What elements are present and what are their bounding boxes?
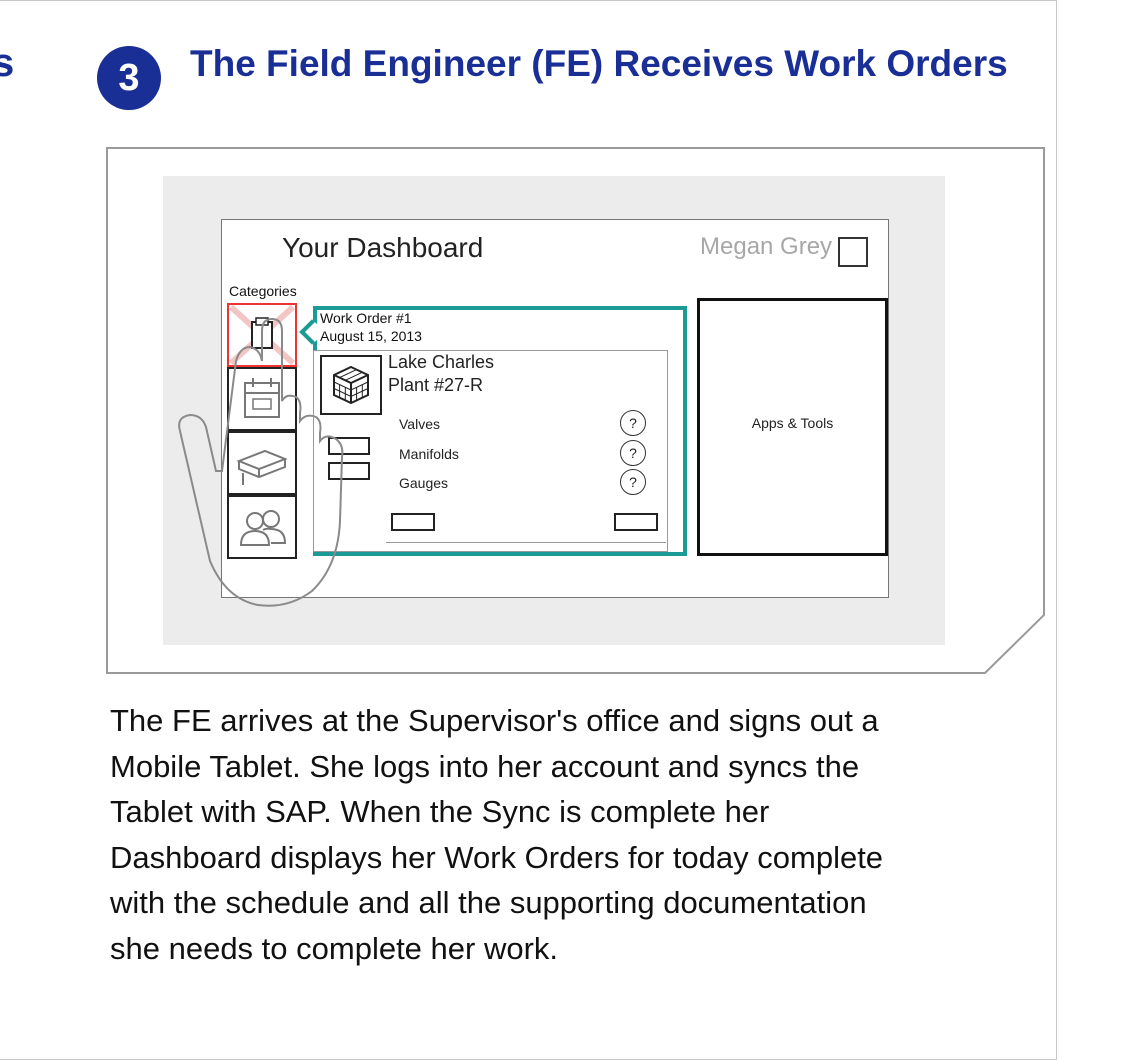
apps-tools-label: Apps & Tools bbox=[751, 415, 834, 431]
step-title: The Field Engineer (FE) Receives Work Or… bbox=[190, 43, 1008, 84]
category-manuals[interactable] bbox=[227, 431, 297, 495]
hand-gesture-icon bbox=[178, 317, 344, 607]
caption-line: Dashboard displays her Work Orders for t… bbox=[110, 839, 884, 875]
manifolds-help-question-icon[interactable]: ? bbox=[620, 440, 646, 466]
users-icon bbox=[239, 510, 287, 546]
categories-label: Categories bbox=[229, 283, 297, 299]
work-order-thumbnail[interactable] bbox=[320, 355, 382, 415]
step-description: The FE arrives at the Supervisor's offic… bbox=[110, 698, 1030, 971]
dashboard-title: Your Dashboard bbox=[282, 232, 484, 263]
caption-line: with the schedule and all the supporting… bbox=[110, 885, 867, 920]
work-order-footer-button-left[interactable] bbox=[391, 513, 435, 531]
caption-line: she needs to complete her work. bbox=[110, 930, 559, 966]
apps-tools-panel[interactable] bbox=[697, 298, 888, 556]
work-order-location-plant: Plant #27-R bbox=[388, 375, 484, 395]
work-order-date: August 15, 2013 bbox=[320, 328, 422, 344]
caption-line: Mobile Tablet. She logs into her account… bbox=[110, 748, 860, 784]
work-item-gauges: Gauges bbox=[399, 475, 449, 491]
storyboard-page: s 3 The Field Engineer (FE) Receives Wor… bbox=[0, 0, 1057, 1060]
gauges-help-question-icon[interactable]: ? bbox=[620, 469, 646, 495]
cube-icon bbox=[333, 365, 369, 405]
work-order-location-city: Lake Charles bbox=[388, 352, 495, 372]
valves-help-question-icon[interactable]: ? bbox=[620, 410, 646, 436]
calendar-icon bbox=[244, 378, 280, 418]
work-order-number: Work Order #1 bbox=[320, 310, 412, 326]
book-icon bbox=[236, 449, 288, 485]
category-contacts[interactable] bbox=[227, 495, 297, 559]
previous-step-title-fragment: s bbox=[0, 41, 14, 86]
caption-line: Tablet with SAP. When the Sync is comple… bbox=[110, 794, 770, 829]
detail-card-divider bbox=[386, 542, 666, 543]
category-calendar[interactable] bbox=[227, 367, 297, 431]
user-name[interactable]: Megan Grey bbox=[700, 233, 833, 260]
step-number-badge: 3 bbox=[97, 46, 161, 110]
work-item-valves: Valves bbox=[399, 416, 440, 432]
work-item-manifolds: Manifolds bbox=[399, 446, 459, 462]
user-checkbox-icon[interactable] bbox=[838, 237, 868, 267]
work-order-footer-button-right[interactable] bbox=[614, 513, 658, 531]
caption-line: The FE arrives at the Supervisor's offic… bbox=[110, 703, 879, 738]
work-order-action-button-2[interactable] bbox=[328, 462, 370, 480]
